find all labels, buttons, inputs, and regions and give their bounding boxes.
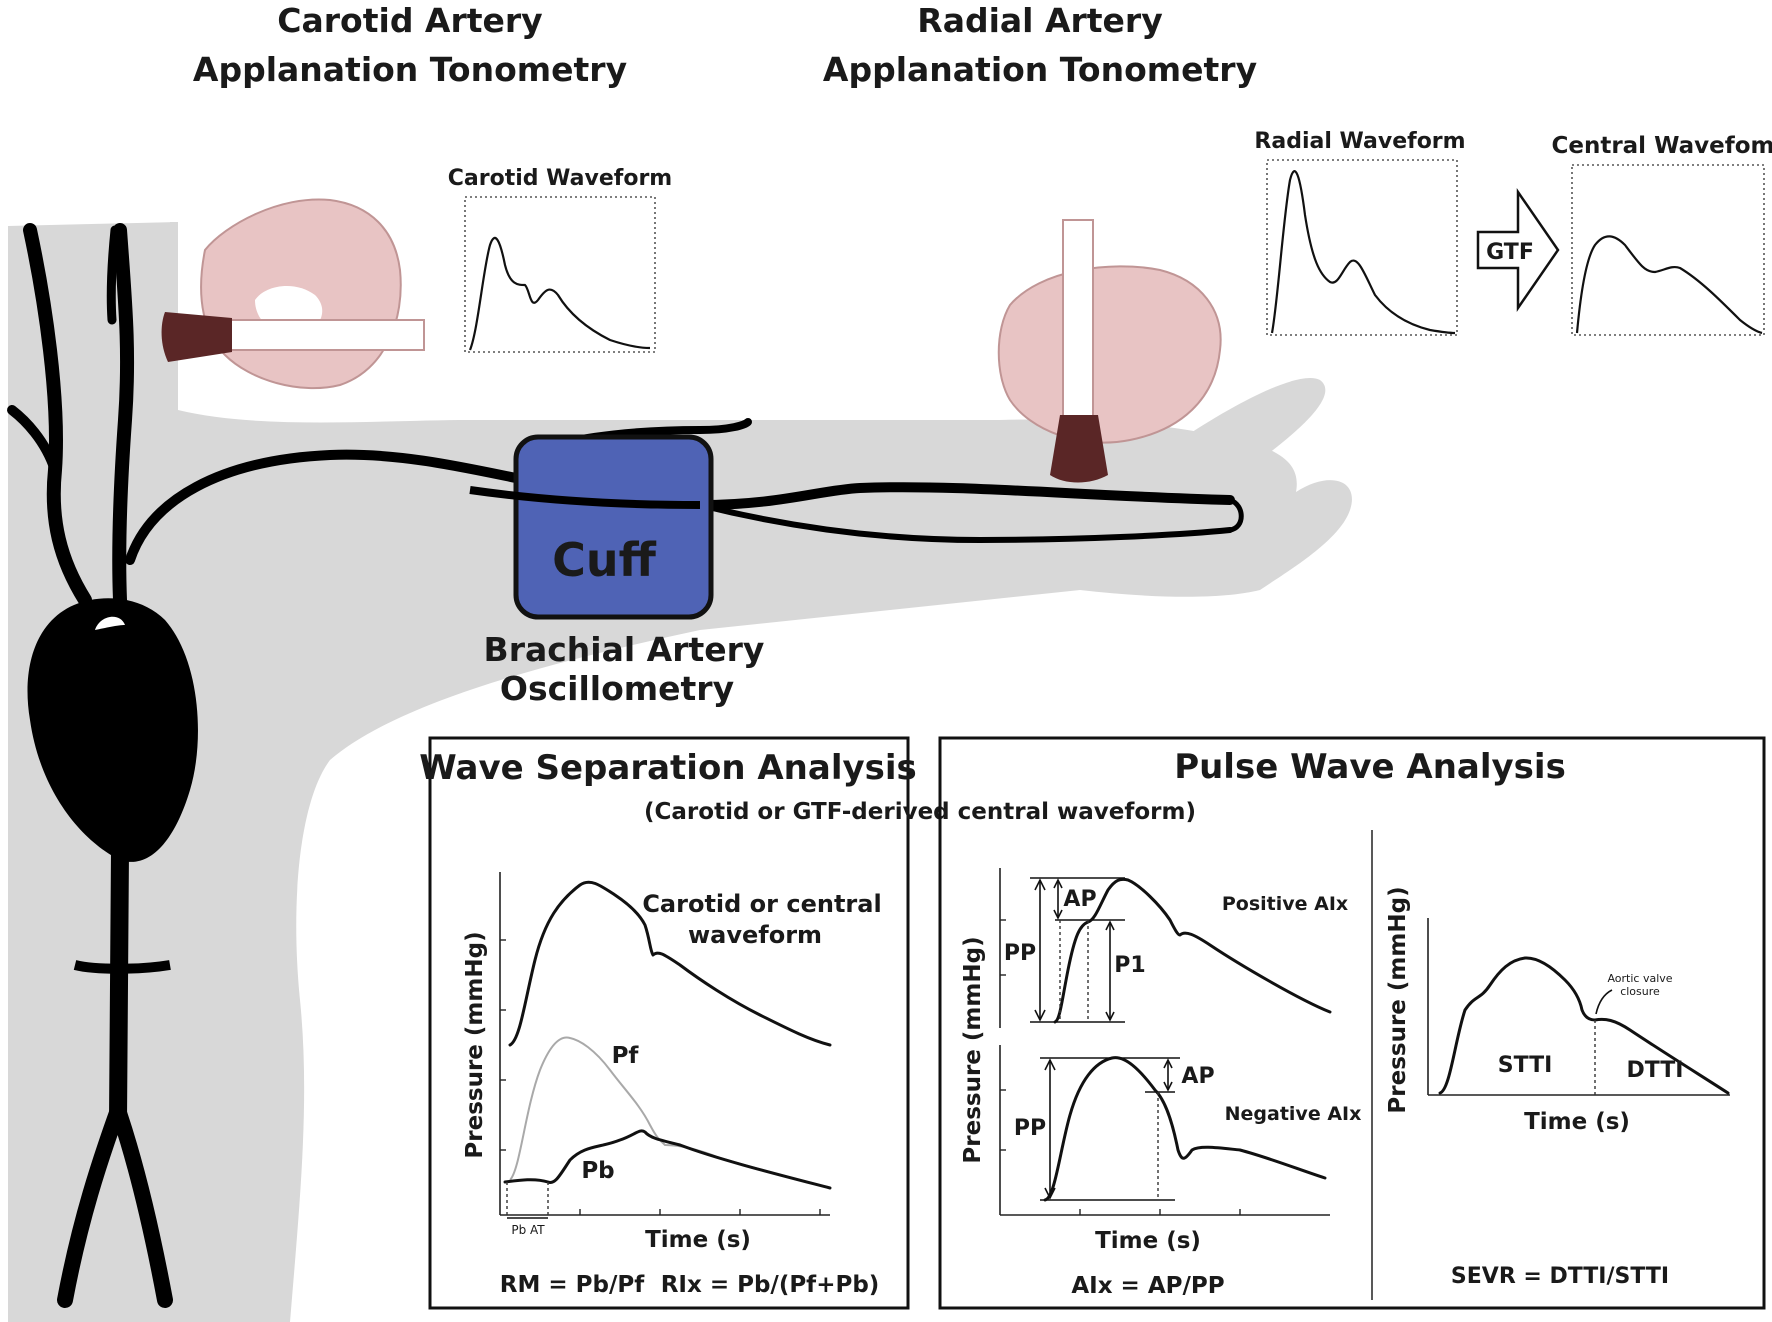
pwa-neg-ap-label: AP xyxy=(1181,1064,1214,1089)
wsa-waveform-label-2: waveform xyxy=(688,921,822,949)
radial-waveform-trace xyxy=(1270,170,1456,335)
pwa-negative-label: Negative AIx xyxy=(1225,1103,1362,1125)
sevr-dtti-label: DTTI xyxy=(1627,1058,1684,1083)
brachial-caption-line1: Brachial Artery xyxy=(484,630,765,669)
iliac-left xyxy=(57,1102,126,1308)
pwa-positive-label: Positive AIx xyxy=(1222,893,1348,915)
cuff: Cuff Brachial Artery Oscillometry xyxy=(484,434,765,708)
torso-shape xyxy=(8,222,1352,1322)
radial-hand-probe xyxy=(997,219,1222,483)
radial-probe-tip xyxy=(1050,415,1108,483)
wsa-waveform-label-1: Carotid or central xyxy=(642,890,881,918)
radial-waveform-label: Radial Waveform xyxy=(1254,129,1465,154)
pwa-neg-pp-head-bot xyxy=(1044,1187,1056,1200)
pwa-pos-wave xyxy=(1053,877,1332,1024)
wsa-formula-rm: RM = Pb/Pf xyxy=(500,1272,645,1298)
pwa-pos-pp-head-bot xyxy=(1034,1009,1046,1022)
cuff-label: Cuff xyxy=(552,533,657,587)
wsa-title: Wave Separation Analysis xyxy=(419,748,917,788)
sevr-aortic-label-1: Aortic valve xyxy=(1607,972,1672,985)
radial-waveform-panel: Radial Waveform xyxy=(1254,129,1466,336)
wsa-xlabel: Time (s) xyxy=(645,1227,751,1253)
pwa-formula-aix: AIx = AP/PP xyxy=(1071,1273,1224,1299)
pwa-pos-p1-label: P1 xyxy=(1114,953,1145,978)
wsa-formula-ri: RIx = Pb/(Pf+Pb) xyxy=(661,1272,880,1298)
gtf-arrow: GTF xyxy=(1476,187,1560,313)
wsa-ylabel: Pressure (mmHg) xyxy=(462,931,488,1158)
pwa-pos-ap-label: AP xyxy=(1063,887,1096,912)
pwa-neg-wave xyxy=(1043,1056,1327,1202)
radial-header-line1: Radial Artery xyxy=(917,1,1162,40)
artery-right-carotid xyxy=(112,223,135,607)
carotid-waveform-box xyxy=(464,196,656,353)
gtf-arrow-shape xyxy=(1476,187,1560,313)
wsa-pb-label: Pb xyxy=(581,1158,614,1184)
carotid-header-line1: Carotid Artery xyxy=(277,1,542,40)
artery-left-carotid-branch xyxy=(7,405,60,475)
carotid-waveform-panel: Carotid Waveform xyxy=(448,166,672,353)
sevr-formula: SEVR = DTTI/STTI xyxy=(1451,1264,1669,1289)
central-waveform-label: Central Wavefom xyxy=(1551,133,1772,159)
carotid-header-line2: Applanation Tonometry xyxy=(193,50,627,89)
wsa-composite-wave xyxy=(508,880,832,1047)
sevr-stti-label: STTI xyxy=(1498,1053,1553,1078)
aortic-arch-hole xyxy=(95,616,125,630)
artery-ulnar xyxy=(697,502,1233,544)
radial-waveform-box xyxy=(1266,159,1458,336)
central-waveform-panel: Central Wavefom xyxy=(1551,133,1772,336)
sevr-aortic-pointer xyxy=(1595,989,1613,1015)
top-headers: Carotid Artery Applanation Tonometry Rad… xyxy=(193,1,1257,89)
sevr-xlabel: Time (s) xyxy=(1524,1109,1630,1135)
pwa-pos-ap-head-bot xyxy=(1053,909,1063,920)
pwa-pos-p1-head-top xyxy=(1105,920,1115,931)
pwa-pos-ap-head-top xyxy=(1053,878,1063,889)
cuff-box xyxy=(513,434,714,620)
pwa-pos-pp-head-top xyxy=(1034,878,1046,891)
pwa-xlabel: Time (s) xyxy=(1095,1228,1201,1254)
thumb-shape xyxy=(1180,378,1326,460)
heart xyxy=(27,598,198,862)
carotid-waveform-label: Carotid Waveform xyxy=(448,166,672,191)
gtf-label: GTF xyxy=(1486,240,1534,265)
artery-left-carotid xyxy=(23,223,92,607)
wsa-pbat-label: Pb AT xyxy=(511,1223,545,1237)
pwa-panel: Pulse Wave Analysis AP PP P1 Positive AI… xyxy=(938,736,1766,1310)
sevr-aortic-label-2: closure xyxy=(1620,985,1660,998)
pwa-ylabel: Pressure (mmHg) xyxy=(960,936,986,1163)
radial-probe-body xyxy=(1062,219,1094,421)
pwa-pos-p1-head-bot xyxy=(1105,1011,1115,1022)
artery-right-carotid-branch xyxy=(106,225,120,325)
radial-hand xyxy=(997,265,1222,444)
wsa-subtitle: (Carotid or GTF-derived central waveform… xyxy=(644,799,1196,825)
iliac-right xyxy=(110,1102,173,1308)
carotid-hand-probe xyxy=(161,198,425,390)
brachial-caption-line2: Oscillometry xyxy=(500,669,734,708)
pwa-neg-pp-label: PP xyxy=(1014,1116,1046,1141)
radial-header-line2: Applanation Tonometry xyxy=(823,50,1257,89)
central-waveform-box xyxy=(1571,164,1765,336)
wsa-pf-label: Pf xyxy=(612,1043,640,1069)
pwa-title: Pulse Wave Analysis xyxy=(1174,747,1566,787)
wsa-panel: Wave Separation Analysis Carotid or cent… xyxy=(419,736,917,1310)
wsa-box xyxy=(428,736,910,1310)
sevr-ylabel: Pressure (mmHg) xyxy=(1385,886,1411,1113)
artery-loop-end xyxy=(1228,497,1244,533)
aorta xyxy=(109,841,129,1129)
carotid-probe-body xyxy=(227,319,425,351)
pwa-neg-ap-head-top xyxy=(1163,1058,1173,1069)
pwa-pos-pp-label: PP xyxy=(1004,941,1036,966)
central-waveform-trace xyxy=(1575,235,1763,335)
carotid-probe-tip xyxy=(161,312,232,362)
renal-branches xyxy=(73,960,171,974)
artery-through-cuff xyxy=(469,486,701,509)
carotid-waveform-trace xyxy=(468,237,651,351)
pwa-neg-ap-head-bot xyxy=(1163,1081,1173,1092)
sevr-wave xyxy=(1438,956,1730,1095)
pwa-box xyxy=(938,736,1766,1310)
pwa-neg-pp-head-top xyxy=(1044,1058,1056,1071)
